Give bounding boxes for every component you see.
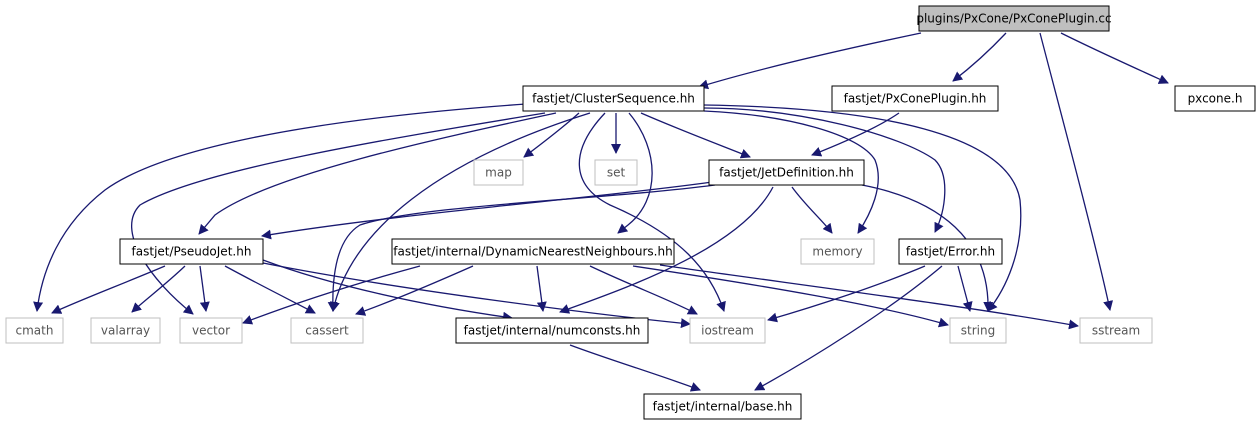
node-label-jetdef: fastjet/JetDefinition.hh <box>719 166 854 180</box>
edge-error-to-string <box>957 265 973 312</box>
node-sstream: sstream <box>1079 317 1153 344</box>
edge-jetdef-to-cassert <box>327 184 716 312</box>
node-iostream: iostream <box>689 317 766 344</box>
edge-pseudo-to-valarray <box>131 265 186 313</box>
edge-numconsts-to-base <box>569 344 701 392</box>
node-label-sstream: sstream <box>1092 324 1140 338</box>
node-base[interactable]: fastjet/internal/base.hh <box>643 393 802 420</box>
edge-pseudo-to-cmath <box>51 265 166 314</box>
node-valarray: valarray <box>90 317 161 344</box>
edge-dnn-to-cassert <box>355 265 474 316</box>
edge-root-to-sstream <box>1039 32 1114 311</box>
edge-dnn-to-string <box>632 265 949 328</box>
node-numconsts[interactable]: fastjet/internal/numconsts.hh <box>455 317 649 344</box>
node-box-sstream <box>1079 317 1153 344</box>
node-box-dnn <box>391 238 675 265</box>
edge-pxplugin-to-jetdef <box>811 112 900 157</box>
edge-jetdef-to-memory <box>791 186 833 234</box>
node-box-string <box>949 317 1007 344</box>
node-box-cassert <box>290 317 364 344</box>
node-label-valarray: valarray <box>101 324 150 338</box>
edge-cluster-to-pseudo <box>198 112 557 235</box>
dependency-nodes: plugins/PxCone/PxConePlugin.cc fastjet/Cl… <box>5 5 1256 420</box>
node-pxcone[interactable]: pxcone.h <box>1174 85 1256 112</box>
node-root[interactable]: plugins/PxCone/PxConePlugin.cc <box>916 5 1112 32</box>
node-label-numconsts: fastjet/internal/numconsts.hh <box>464 324 641 338</box>
edge-dnn-to-vector <box>242 265 421 325</box>
node-label-error: fastjet/Error.hh <box>906 245 995 259</box>
node-box-iostream <box>689 317 766 344</box>
node-vector: vector <box>179 317 243 344</box>
node-label-pxplugin: fastjet/PxConePlugin.hh <box>844 92 987 106</box>
edge-pseudo-to-numconsts <box>262 259 513 322</box>
edge-cluster-to-error <box>703 107 946 233</box>
edge-cluster-to-jetdef <box>640 112 751 159</box>
node-label-root: plugins/PxCone/PxConePlugin.cc <box>916 12 1111 26</box>
node-cluster[interactable]: fastjet/ClusterSequence.hh <box>522 85 705 112</box>
edge-dnn-to-sstream <box>659 264 1079 330</box>
edge-pseudo-to-cassert <box>224 265 316 314</box>
node-string: string <box>949 317 1007 344</box>
node-label-base: fastjet/internal/base.hh <box>653 400 793 414</box>
node-box-map <box>473 159 524 186</box>
node-label-cluster: fastjet/ClusterSequence.hh <box>532 92 695 106</box>
node-label-vector: vector <box>192 324 230 338</box>
node-box-set <box>594 159 638 186</box>
node-box-pxplugin <box>831 85 999 112</box>
edge-cluster-to-string <box>703 104 1022 312</box>
edge-error-to-iostream <box>767 265 926 323</box>
node-box-root <box>918 5 1110 32</box>
node-box-jetdef <box>708 159 865 186</box>
edge-cluster-to-cmath <box>33 103 527 312</box>
node-box-base <box>643 393 802 420</box>
node-error[interactable]: fastjet/Error.hh <box>898 238 1003 265</box>
node-box-pxcone <box>1174 85 1256 112</box>
node-label-dnn: fastjet/internal/DynamicNearestNeighbour… <box>393 245 672 259</box>
edge-error-to-base <box>754 265 943 391</box>
node-label-pxcone: pxcone.h <box>1188 92 1243 106</box>
edge-root-to-cluster <box>698 32 922 90</box>
edge-root-to-pxcone <box>1060 32 1169 84</box>
node-box-cluster <box>522 85 705 112</box>
node-pseudo[interactable]: fastjet/PseudoJet.hh <box>119 238 264 265</box>
edge-cluster-to-vector <box>130 112 546 315</box>
node-label-set: set <box>607 166 626 180</box>
node-label-cmath: cmath <box>16 324 54 338</box>
node-memory: memory <box>800 238 875 265</box>
node-box-valarray <box>90 317 161 344</box>
edge-cluster-to-memory <box>703 110 879 234</box>
node-box-cmath <box>5 317 64 344</box>
node-jetdef[interactable]: fastjet/JetDefinition.hh <box>708 159 865 186</box>
edge-cluster-to-cassert <box>329 112 591 312</box>
node-box-vector <box>179 317 243 344</box>
node-cassert: cassert <box>290 317 364 344</box>
node-label-string: string <box>961 324 995 338</box>
node-label-memory: memory <box>812 245 862 259</box>
edge-cluster-to-dnn <box>617 112 653 234</box>
edge-jetdef-to-pseudo <box>261 181 713 240</box>
node-label-pseudo: fastjet/PseudoJet.hh <box>132 245 252 259</box>
node-label-iostream: iostream <box>701 324 754 338</box>
edge-dnn-to-iostream <box>589 265 698 315</box>
node-box-pseudo <box>119 238 264 265</box>
edge-jetdef-to-string <box>861 184 994 312</box>
dependency-edges <box>33 32 1169 392</box>
edge-cluster-to-iostream <box>578 112 726 312</box>
edge-dnn-to-numconsts <box>536 265 547 312</box>
node-box-error <box>898 238 1003 265</box>
edge-jetdef-to-numconsts <box>559 186 774 314</box>
node-label-map: map <box>485 166 512 180</box>
node-box-memory <box>800 238 875 265</box>
node-cmath: cmath <box>5 317 64 344</box>
edge-root-to-pxplugin <box>952 32 1007 82</box>
node-box-numconsts <box>455 317 649 344</box>
node-set: set <box>594 159 638 186</box>
node-label-cassert: cassert <box>305 324 349 338</box>
node-dnn[interactable]: fastjet/internal/DynamicNearestNeighbour… <box>391 238 675 265</box>
edge-pseudo-to-vector <box>199 265 210 312</box>
node-map: map <box>473 159 524 186</box>
node-pxplugin[interactable]: fastjet/PxConePlugin.hh <box>831 85 999 112</box>
